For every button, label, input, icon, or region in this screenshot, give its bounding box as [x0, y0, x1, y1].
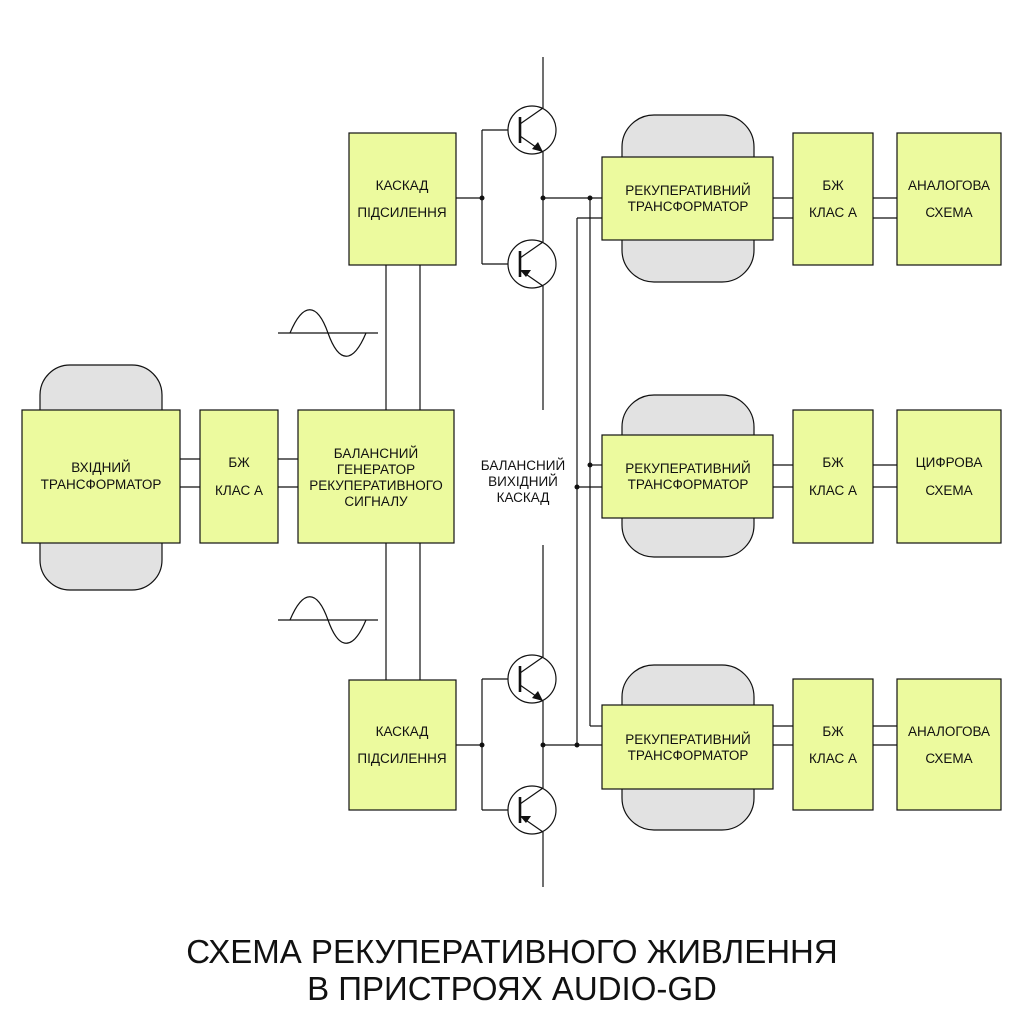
amp-top-label-2: ПІДСИЛЕННЯ [357, 205, 446, 220]
channel-1-load-label-1: АНАЛОГОВА [908, 178, 990, 193]
channel-3-transformer-label-2: ТРАНСФОРМАТОР [628, 748, 749, 763]
channel-2: РЕКУПЕРАТИВНИЙ ТРАНСФОРМАТОР БЖ КЛАС А Ц… [601, 394, 1002, 558]
diagram-title: СХЕМА РЕКУПЕРАТИВНОГО ЖИВЛЕННЯ В ПРИСТРО… [186, 933, 837, 1007]
amp-stage-top: КАСКАД ПІДСИЛЕННЯ [348, 132, 457, 266]
signal-generator: БАЛАНСНИЙ ГЕНЕРАТОР РЕКУПЕРАТИВНОГО СИГН… [297, 409, 455, 544]
channel-3-psu-block [792, 678, 874, 811]
channel-1-transformer-label-2: ТРАНСФОРМАТОР [628, 199, 749, 214]
signal-generator-block [297, 409, 455, 544]
amp-stage-bottom: КАСКАД ПІДСИЛЕННЯ [348, 679, 457, 811]
generator-label-2: ГЕНЕРАТОР [337, 462, 415, 477]
input-transformer-label-2: ТРАНСФОРМАТОР [41, 477, 162, 492]
generator-label-3: РЕКУПЕРАТИВНОГО [309, 478, 443, 493]
channel-1-load-label-2: СХЕМА [925, 205, 972, 220]
channel-1-psu-block [792, 132, 874, 266]
pnp-transistor-icon [507, 239, 557, 289]
channel-2-psu-block [792, 409, 874, 544]
amp-bottom-label-2: ПІДСИЛЕННЯ [357, 751, 446, 766]
channel-1-psu-label-2: КЛАС А [809, 205, 857, 220]
input-psu-block [199, 409, 279, 544]
generator-label-4: СИГНАЛУ [344, 494, 408, 509]
channel-2-transformer-label-1: РЕКУПЕРАТИВНИЙ [625, 461, 750, 476]
output-stage-label-3: КАСКАД [497, 490, 550, 505]
input-transformer: ВХІДНИЙ ТРАНСФОРМАТОР [21, 364, 181, 591]
channel-2-transformer-label-2: ТРАНСФОРМАТОР [628, 477, 749, 492]
npn-transistor-icon [507, 654, 557, 704]
sine-wave-icon [278, 596, 378, 644]
channel-2-psu-label-2: КЛАС А [809, 483, 857, 498]
title-line-1: СХЕМА РЕКУПЕРАТИВНОГО ЖИВЛЕННЯ [186, 933, 837, 970]
input-transformer-block [21, 409, 181, 544]
channel-2-load-block [896, 409, 1002, 544]
channel-2-load-label-2: СХЕМА [925, 483, 972, 498]
channel-1-transformer-label-1: РЕКУПЕРАТИВНИЙ [625, 183, 750, 198]
channel-2-load-label-1: ЦИФРОВА [916, 455, 983, 470]
output-stage-label-1: БАЛАНСНИЙ [481, 458, 565, 473]
channel-1-load-block [896, 132, 1002, 266]
channel-2-transformer-block [601, 434, 774, 519]
generator-label-1: БАЛАНСНИЙ [334, 446, 418, 461]
channel-1-transformer-block [601, 156, 774, 241]
input-psu: БЖ КЛАС А [199, 409, 279, 544]
pnp-transistor-icon [507, 785, 557, 835]
amp-top-block [348, 132, 457, 266]
channel-1: РЕКУПЕРАТИВНИЙ ТРАНСФОРМАТОР БЖ КЛАС А А… [601, 114, 1002, 283]
channel-3-transformer-block [601, 704, 774, 790]
amp-bottom-block [348, 679, 457, 811]
input-psu-label-1: БЖ [228, 455, 250, 470]
channel-3-transformer-label-1: РЕКУПЕРАТИВНИЙ [625, 732, 750, 747]
channel-3: РЕКУПЕРАТИВНИЙ ТРАНСФОРМАТОР БЖ КЛАС А А… [601, 664, 1002, 831]
amp-bottom-label-1: КАСКАД [376, 724, 429, 739]
sine-wave-icon [278, 309, 378, 357]
channel-3-load-label-1: АНАЛОГОВА [908, 724, 990, 739]
channel-1-psu-label-1: БЖ [822, 178, 844, 193]
channel-2-psu-label-1: БЖ [822, 455, 844, 470]
output-stage-label-2: ВИХІДНИЙ [488, 474, 558, 489]
output-stage-label: БАЛАНСНИЙ ВИХІДНИЙ КАСКАД [481, 458, 565, 505]
amp-top-label-1: КАСКАД [376, 178, 429, 193]
title-line-2: В ПРИСТРОЯХ AUDIO-GD [307, 970, 717, 1007]
channel-3-load-label-2: СХЕМА [925, 751, 972, 766]
channel-3-psu-label-1: БЖ [822, 724, 844, 739]
channel-3-psu-label-2: КЛАС А [809, 751, 857, 766]
input-transformer-label-1: ВХІДНИЙ [71, 460, 130, 475]
input-psu-label-2: КЛАС А [215, 483, 263, 498]
npn-transistor-icon [507, 105, 557, 155]
channel-3-load-block [896, 678, 1002, 811]
